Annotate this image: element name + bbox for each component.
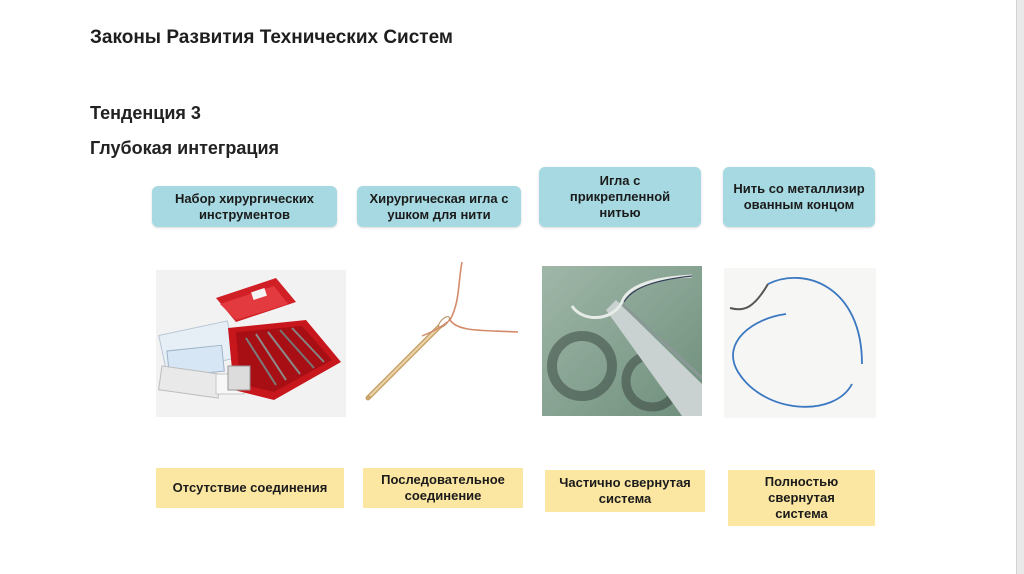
trend-subtitle: Глубокая интеграция bbox=[90, 138, 280, 158]
needle-holder-image bbox=[542, 266, 702, 416]
stage-1-header: Набор хирургических инструментов bbox=[152, 186, 337, 227]
slide-title: Законы Развития Технических Систем bbox=[90, 27, 453, 48]
stage-4-result: Полностью свернутая система bbox=[728, 470, 875, 526]
stage-1-result: Отсутствие соединения bbox=[156, 468, 344, 508]
surgical-kit-image bbox=[156, 270, 346, 417]
stage-2-header: Хирургическая игла с ушком для нити bbox=[357, 186, 521, 227]
needle-eye-image bbox=[362, 262, 522, 402]
slide-edge bbox=[1016, 0, 1024, 574]
trend-label: Тенденция 3 bbox=[90, 103, 201, 123]
stage-3-result: Частично свернутая система bbox=[545, 470, 705, 512]
stage-3-header: Игла с прикрепленной нитью bbox=[539, 167, 701, 227]
stage-2-result: Последовательное соединение bbox=[363, 468, 523, 508]
metal-end-thread-image bbox=[724, 268, 876, 418]
stage-4-header: Нить со металлизированным концом bbox=[723, 167, 875, 227]
